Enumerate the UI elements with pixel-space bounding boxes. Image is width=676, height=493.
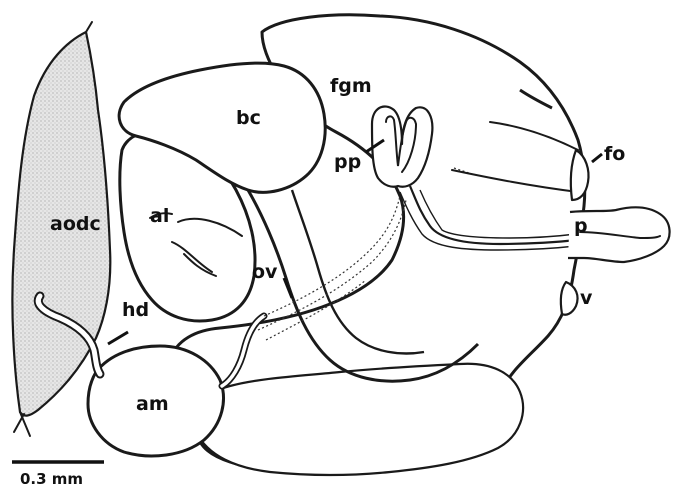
label-ov: ov (252, 261, 278, 283)
fo-leader (592, 154, 602, 162)
label-am: am (136, 393, 169, 415)
fo-organ (571, 150, 589, 200)
scale-bar-label: 0.3 mm (20, 470, 83, 488)
label-v: v (580, 287, 593, 309)
label-fgm: fgm (330, 75, 372, 97)
hd-leader (108, 332, 128, 344)
label-hd: hd (122, 299, 149, 321)
aodc-tip-bottom-b (14, 414, 24, 432)
label-p: p (574, 215, 588, 237)
label-aodc: aodc (50, 213, 101, 235)
v-organ (561, 282, 578, 315)
label-al: al (150, 205, 169, 227)
label-fo: fo (604, 143, 625, 165)
aodc-tip-top (86, 22, 92, 32)
label-bc: bc (236, 107, 261, 129)
label-pp: pp (334, 151, 361, 173)
